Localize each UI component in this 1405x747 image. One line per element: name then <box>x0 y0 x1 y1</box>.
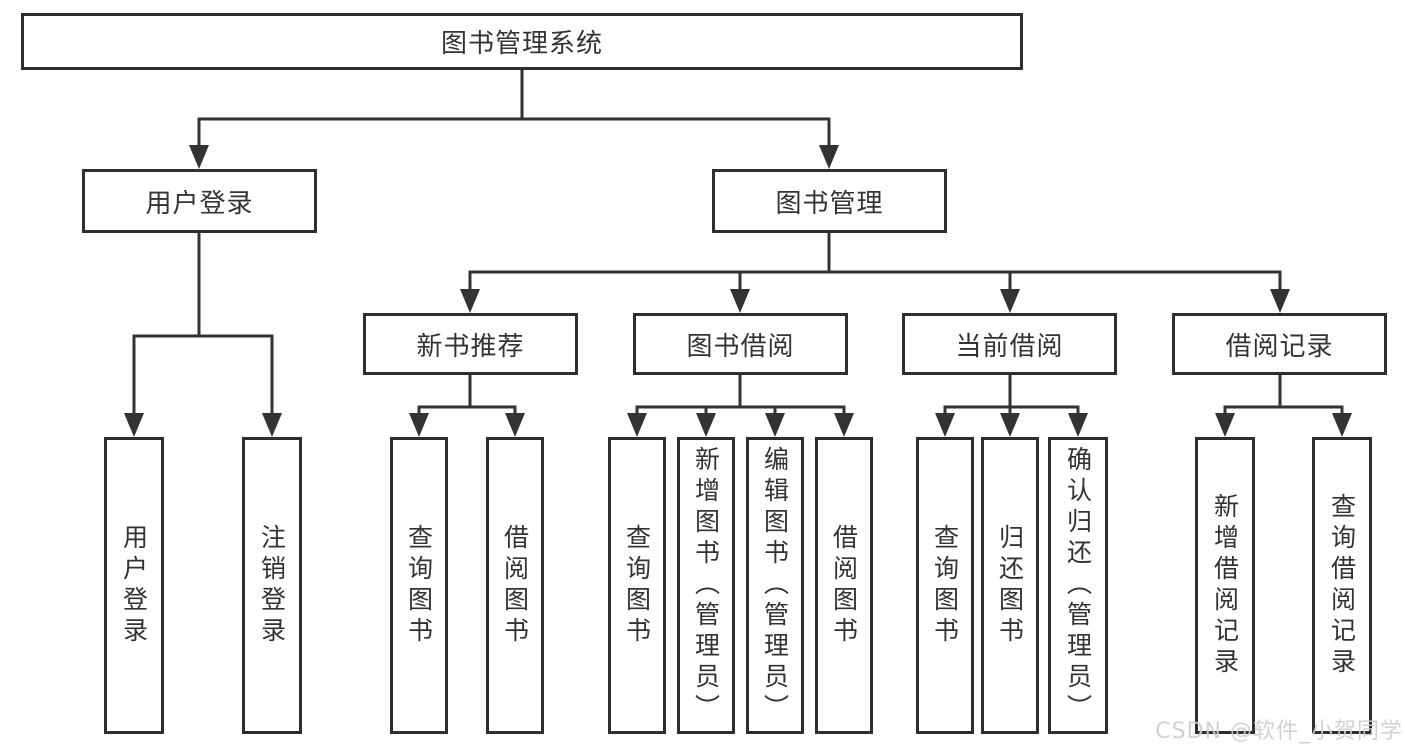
arrow-down-icon <box>409 413 429 437</box>
arrow-down-icon <box>627 413 647 437</box>
node-current-borrow: 当前借阅 <box>902 313 1117 375</box>
csdn-watermark: CSDN @软件_小贺同学 <box>1155 719 1403 744</box>
leaf-borrow-books: 借阅图书 <box>815 437 873 734</box>
arrow-down-icon <box>1332 413 1352 437</box>
connector-lines <box>132 70 1344 414</box>
leaf-query-books: 查询图书 <box>916 437 974 734</box>
arrow-down-icon <box>189 145 209 169</box>
arrow-down-icon <box>1215 413 1235 437</box>
arrow-down-icon <box>1000 413 1020 437</box>
node-root-system: 图书管理系统 <box>21 13 1023 70</box>
arrowheads <box>124 145 1352 437</box>
node-book-management: 图书管理 <box>712 169 947 233</box>
arrow-down-icon <box>765 413 785 437</box>
node-new-book-recommend: 新书推荐 <box>363 313 578 375</box>
node-borrow-records: 借阅记录 <box>1172 313 1387 375</box>
arrow-down-icon <box>1068 413 1088 437</box>
arrow-down-icon <box>834 413 854 437</box>
node-book-borrow: 图书借阅 <box>633 313 848 375</box>
arrow-down-icon <box>1270 289 1290 313</box>
leaf-user-login: 用户登录 <box>104 437 164 734</box>
arrow-down-icon <box>124 413 144 437</box>
arrow-down-icon <box>505 413 525 437</box>
leaf-logout: 注销登录 <box>242 437 302 734</box>
leaf-query-books: 查询图书 <box>608 437 666 734</box>
leaf-query-books: 查询图书 <box>390 437 448 734</box>
arrow-down-icon <box>262 413 282 437</box>
leaf-query-borrow-record: 查询借阅记录 <box>1312 437 1372 734</box>
leaf-confirm-return-admin: 确认归还（管理员） <box>1048 437 1108 734</box>
arrow-down-icon <box>696 413 716 437</box>
leaf-return-books: 归还图书 <box>981 437 1039 734</box>
node-user-login: 用户登录 <box>82 169 317 233</box>
arrow-down-icon <box>730 289 750 313</box>
leaf-borrow-books: 借阅图书 <box>486 437 544 734</box>
leaf-add-borrow-record: 新增借阅记录 <box>1195 437 1255 734</box>
leaf-add-books-admin: 新增图书（管理员） <box>677 437 735 734</box>
arrow-down-icon <box>1000 289 1020 313</box>
arrow-down-icon <box>460 289 480 313</box>
leaf-edit-books-admin: 编辑图书（管理员） <box>746 437 804 734</box>
arrow-down-icon <box>819 145 839 169</box>
arrow-down-icon <box>935 413 955 437</box>
